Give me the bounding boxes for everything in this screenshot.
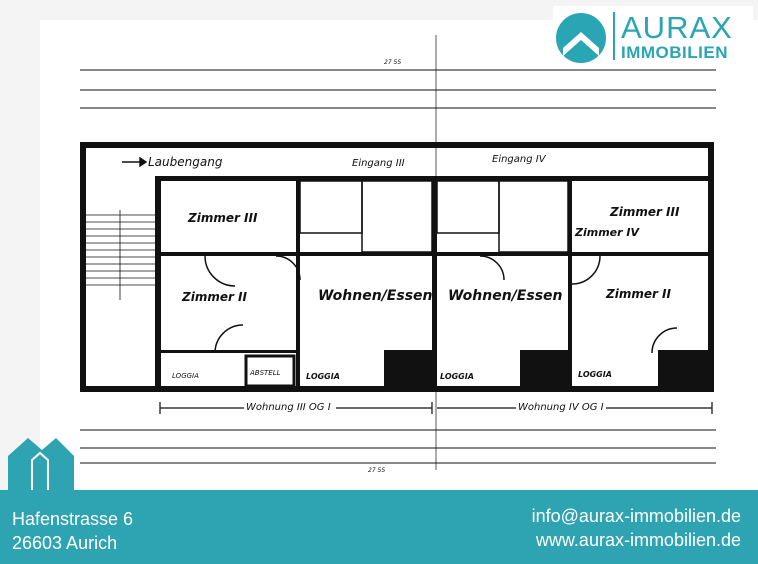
door-swing-2 <box>275 255 301 281</box>
footer-bar: Hafenstrasse 6 26603 Aurich info@aurax-i… <box>0 490 758 564</box>
wall-outer-right <box>708 142 714 392</box>
wall-v-1 <box>296 181 300 386</box>
brand-name-bottom: IMMOBILIEN <box>621 43 728 62</box>
door-swing-3 <box>479 255 505 281</box>
door-swing-5 <box>214 324 244 354</box>
floor-plan-area: Laubengang Eingang III Eingang IV Zimmer… <box>0 0 758 494</box>
label-unit-3: Wohnung III OG I <box>246 402 331 413</box>
label-zimmer4-right: Zimmer IV <box>574 226 640 239</box>
bath-right <box>436 180 500 234</box>
wall-h-3 <box>437 252 568 256</box>
wall-loggia-1 <box>161 350 296 353</box>
wall-outer-bottom <box>80 386 714 392</box>
block-loggia-3 <box>520 350 568 386</box>
label-laubengang: Laubengang <box>148 155 223 169</box>
house-logo-icon <box>556 13 606 63</box>
door-swing-4 <box>571 255 601 285</box>
wall-h-1 <box>161 252 296 256</box>
label-wohnen-right: Wohnen/Essen <box>448 288 563 304</box>
label-zimmer2-right: Zimmer II <box>605 287 672 301</box>
label-loggia-2: LOGGIA <box>306 372 340 381</box>
block-loggia-4 <box>658 350 708 386</box>
dim-total-bottom: 27 55 <box>368 467 385 474</box>
label-wohnen-left: Wohnen/Essen <box>318 288 433 304</box>
kitchen-right <box>498 180 569 253</box>
label-loggia-4: LOGGIA <box>578 370 612 379</box>
dim-total-top: 27 55 <box>384 59 401 66</box>
wall-outer-top <box>80 142 714 148</box>
door-swing-1 <box>204 255 236 287</box>
label-abstell: ABSTELL <box>249 369 281 377</box>
wall-laubengang <box>160 176 714 181</box>
label-unit-4: Wohnung IV OG I <box>518 402 604 413</box>
abstell-box <box>244 354 296 388</box>
wall-h-4 <box>572 252 708 256</box>
door-swing-6 <box>651 327 678 354</box>
block-loggia-2 <box>384 350 432 386</box>
house-decoration-icon <box>8 438 74 494</box>
wall-stair <box>155 176 161 392</box>
label-entrance-3: Eingang III <box>352 158 405 169</box>
label-entrance-4: Eingang IV <box>492 154 547 165</box>
bath-left <box>299 180 363 234</box>
label-loggia-3: LOGGIA <box>440 372 474 381</box>
label-zimmer3-right: Zimmer III <box>609 205 680 219</box>
wall-h-2 <box>300 252 432 256</box>
wall-outer-left <box>80 142 86 392</box>
wall-v-2 <box>432 181 437 386</box>
kitchen-left <box>361 180 433 253</box>
floor-plan-drawing: Laubengang Eingang III Eingang IV Zimmer… <box>80 35 716 474</box>
address-street: Hafenstrasse 6 <box>12 509 134 529</box>
logo-separator <box>613 12 615 60</box>
label-zimmer2-left: Zimmer II <box>181 290 248 304</box>
wall-v-3 <box>568 181 572 386</box>
email-link[interactable]: info@aurax-immobilien.de <box>531 506 741 526</box>
website-link[interactable]: www.aurax-immobilien.de <box>535 530 741 550</box>
brand-name-top: AURAX <box>621 10 733 45</box>
brand-logo: AURAX IMMOBILIEN <box>553 6 753 66</box>
label-zimmer3-left: Zimmer III <box>187 211 258 225</box>
address-city: 26603 Aurich <box>12 533 118 553</box>
label-loggia-1: LOGGIA <box>172 372 199 380</box>
